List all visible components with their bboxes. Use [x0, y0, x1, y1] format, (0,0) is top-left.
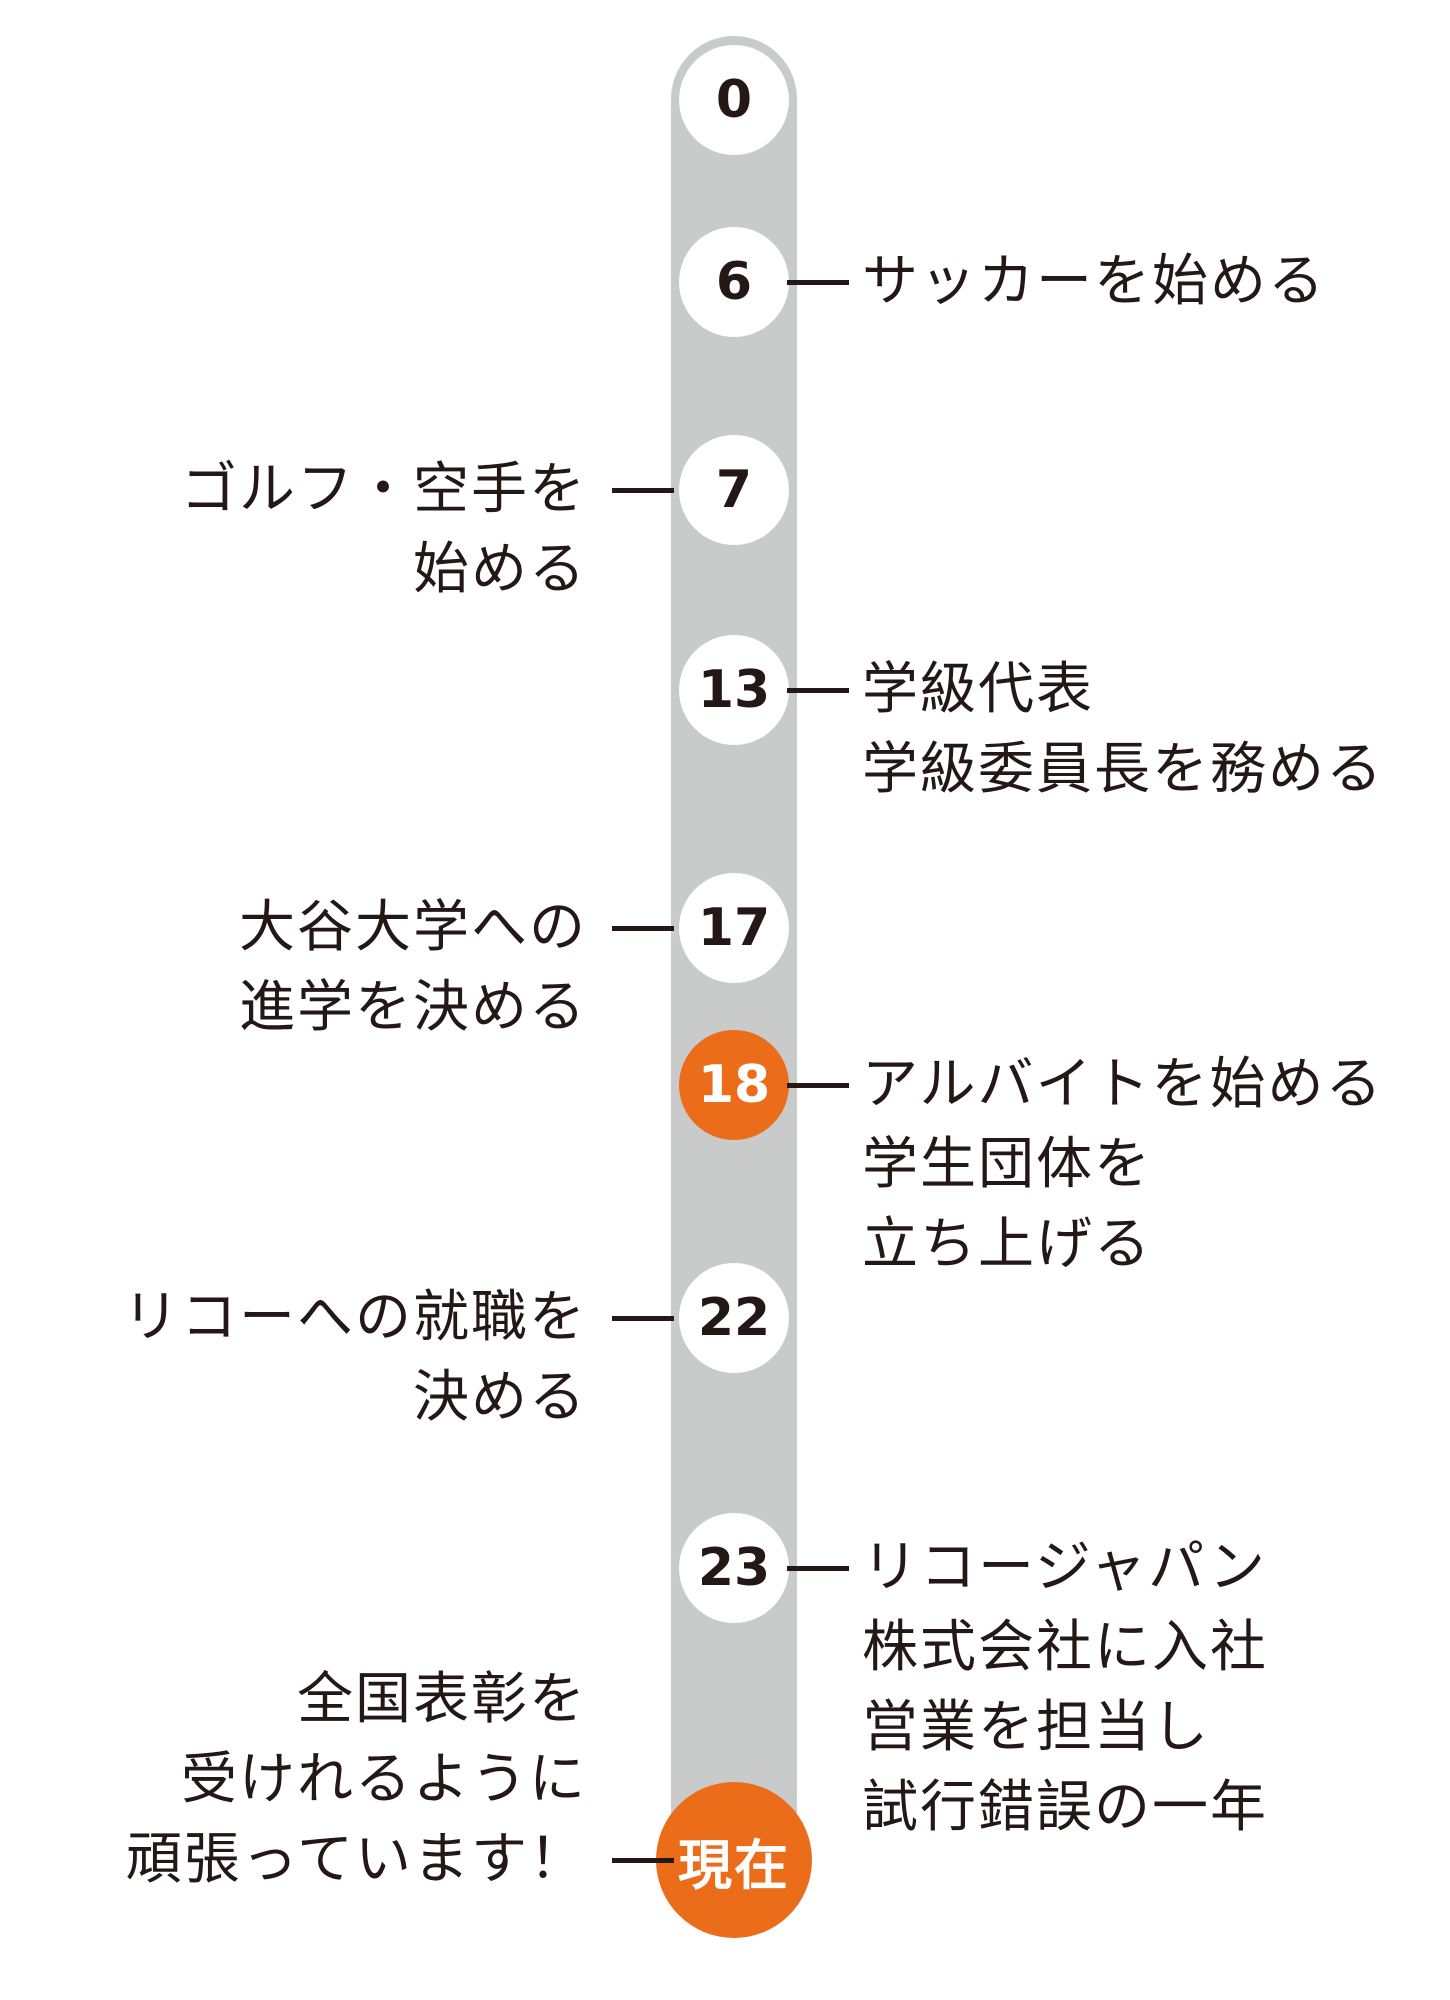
connector-line: [612, 1858, 674, 1863]
current-marker: 現在: [656, 1782, 812, 1938]
event-line: 株式会社に入社: [862, 1615, 1268, 1680]
age-marker-18: 18: [679, 1030, 789, 1140]
event-line: 試行錯誤の一年: [862, 1775, 1268, 1840]
event-label: リコーへの就職を決める: [123, 1278, 587, 1438]
event-line: アルバイトを始める: [862, 1052, 1384, 1117]
connector-line: [787, 1083, 849, 1088]
event-line: 決める: [413, 1365, 587, 1430]
event-line: 進学を決める: [239, 975, 587, 1040]
event-line: 営業を担当し: [862, 1695, 1210, 1760]
event-label: サッカーを始める: [862, 242, 1326, 322]
event-line: 学級委員長を務める: [862, 737, 1384, 802]
age-marker-22: 22: [679, 1263, 789, 1373]
event-label: アルバイトを始める学生団体を立ち上げる: [862, 1045, 1383, 1285]
age-marker-13: 13: [679, 635, 789, 745]
event-label: ゴルフ・空手を始める: [181, 450, 587, 610]
connector-line: [612, 926, 674, 931]
connector-line: [612, 1316, 674, 1321]
connector-line: [787, 688, 849, 693]
age-marker-17: 17: [679, 873, 789, 983]
event-line: サッカーを始める: [862, 249, 1326, 314]
age-marker-6: 6: [679, 227, 789, 337]
connector-line: [612, 488, 674, 493]
event-label: 学級代表学級委員長を務める: [862, 650, 1384, 810]
event-label: リコージャパン株式会社に入社営業を担当し試行錯誤の一年: [862, 1528, 1268, 1848]
event-line: 学級代表: [862, 657, 1094, 722]
event-line: リコージャパン: [862, 1535, 1267, 1600]
event-label: 全国表彰を受けれるように頑張っています！: [126, 1660, 587, 1900]
age-marker-7: 7: [679, 435, 789, 545]
event-line: 立ち上げる: [862, 1212, 1152, 1277]
event-label: 大谷大学への進学を決める: [239, 888, 587, 1048]
event-line: リコーへの就職を: [123, 1285, 587, 1350]
event-line: 頑張っています！: [125, 1827, 587, 1892]
event-line: 全国表彰を: [297, 1667, 587, 1732]
age-marker-23: 23: [679, 1513, 789, 1623]
connector-line: [787, 280, 849, 285]
age-marker-0: 0: [679, 45, 789, 155]
event-line: 始める: [413, 537, 587, 602]
event-line: 大谷大学への: [239, 895, 587, 960]
event-line: 学生団体を: [862, 1132, 1152, 1197]
connector-line: [787, 1566, 849, 1571]
event-line: ゴルフ・空手を: [181, 457, 587, 522]
event-line: 受けれるように: [181, 1747, 587, 1812]
